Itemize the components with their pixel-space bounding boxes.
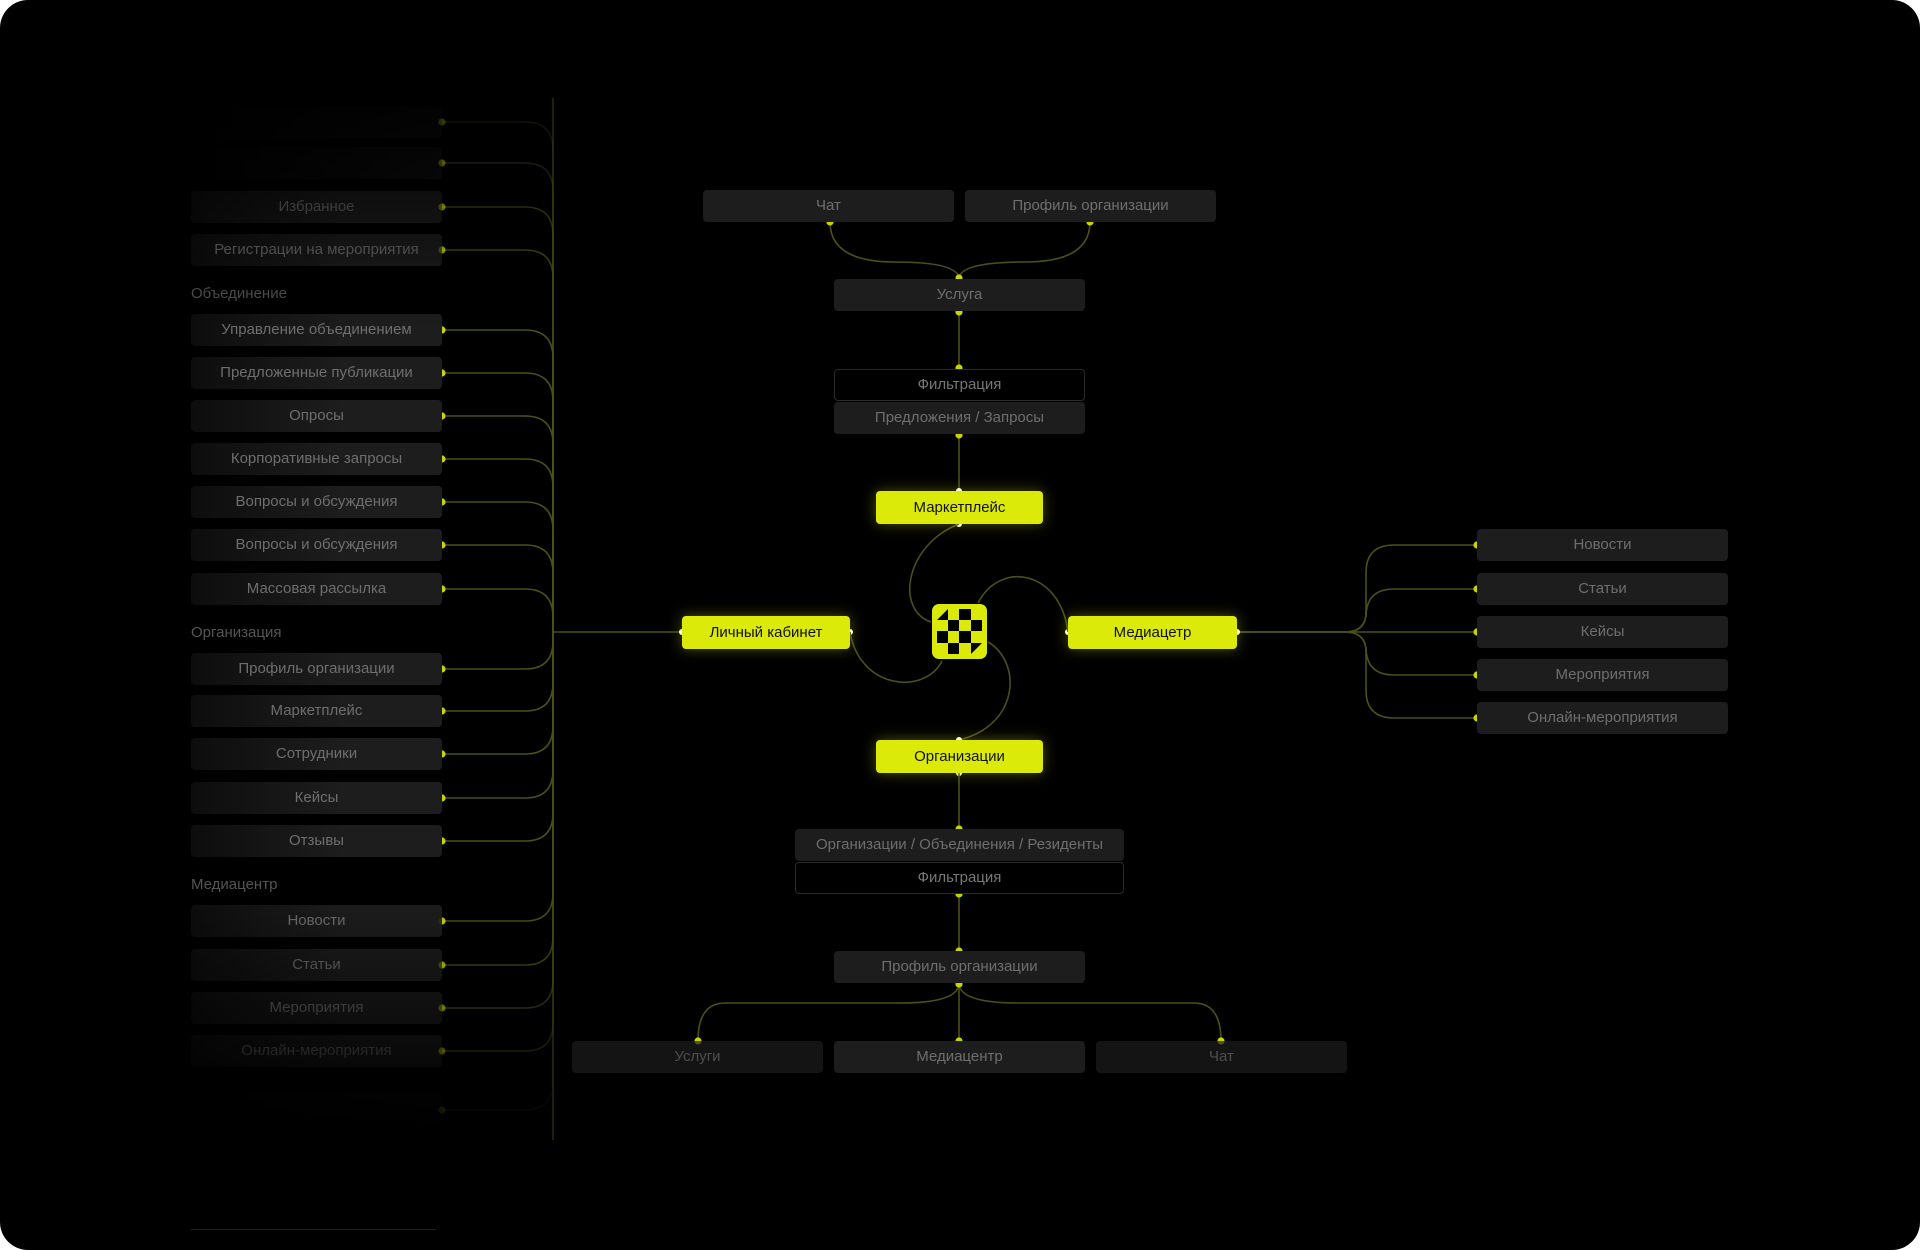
left-list-item[interactable]: Корпоративные запросы [191,443,442,475]
left-list-item[interactable]: Управление объединением [191,314,442,346]
media-connector [1237,588,1477,633]
logo-arc [958,641,1011,741]
node-filter-bottom[interactable]: Фильтрация [795,862,1124,894]
node-chat-bottom[interactable]: Чат [1096,1041,1347,1073]
right-list-item[interactable]: Статьи [1477,573,1728,605]
right-list-item[interactable]: Новости [1477,529,1728,561]
right-list-item[interactable]: Мероприятия [1477,659,1728,691]
section-title: Медиацентр [191,876,278,893]
left-list-item[interactable]: Мероприятия [191,992,442,1024]
node-media-bottom[interactable]: Медиацентр [834,1041,1085,1073]
left-list-item[interactable] [191,106,442,138]
node-services[interactable]: Услуги [572,1041,823,1073]
node-org-profile[interactable]: Профиль организации [965,190,1216,222]
profile-connector [958,221,1091,280]
node-offers[interactable]: Предложения / Запросы [834,402,1085,434]
logo-arc [908,523,960,623]
left-list-item[interactable]: Статьи [191,949,442,981]
left-list-item[interactable]: Вопросы и обсуждения [191,486,442,518]
left-list-item[interactable]: Отзывы [191,825,442,857]
left-list-item[interactable]: Массовая рассылка [191,573,442,605]
section-title: Объединение [191,285,287,302]
right-list-item[interactable]: Онлайн-мероприятия [1477,702,1728,734]
media-connector [1237,631,1477,719]
hub-media[interactable]: Медиацетр [1068,616,1237,649]
chat-connector [829,221,960,280]
section-title: Организация [191,624,282,641]
node-service[interactable]: Услуга [834,279,1085,311]
left-list-item[interactable]: Маркетплейс [191,695,442,727]
chat-bottom-connector [958,982,1222,1042]
left-list-item[interactable] [191,1094,442,1126]
hub-cabinet[interactable]: Личный кабинет [682,616,850,649]
logo-arc [977,576,1069,633]
left-list-item[interactable]: Новости [191,905,442,937]
divider [191,1229,436,1230]
left-list-item[interactable]: Опросы [191,400,442,432]
hub-marketplace[interactable]: Маркетплейс [876,491,1043,524]
hub-orgs[interactable]: Организации [876,740,1043,773]
left-list-item[interactable]: Сотрудники [191,738,442,770]
node-orgs-list[interactable]: Организации / Объединения / Резиденты [795,829,1124,861]
left-list-item[interactable]: Предложенные публикации [191,357,442,389]
media-connector [1237,631,1477,676]
node-chat[interactable]: Чат [703,190,954,222]
left-list-item[interactable]: Онлайн-мероприятия [191,1035,442,1067]
left-list-item[interactable]: Кейсы [191,782,442,814]
left-list-item[interactable]: Избранное [191,191,442,223]
node-org-profile-bottom[interactable]: Профиль организации [834,951,1085,983]
left-list-item[interactable]: Профиль организации [191,653,442,685]
left-list-item[interactable] [191,147,442,179]
services-connector [697,982,960,1042]
right-list-item[interactable]: Кейсы [1477,616,1728,648]
node-filter-top[interactable]: Фильтрация [834,369,1085,401]
logo-icon [932,604,987,659]
left-list-item[interactable]: Вопросы и обсуждения [191,529,442,561]
logo-arc [849,631,943,683]
left-list-item[interactable]: Регистрации на мероприятия [191,234,442,266]
